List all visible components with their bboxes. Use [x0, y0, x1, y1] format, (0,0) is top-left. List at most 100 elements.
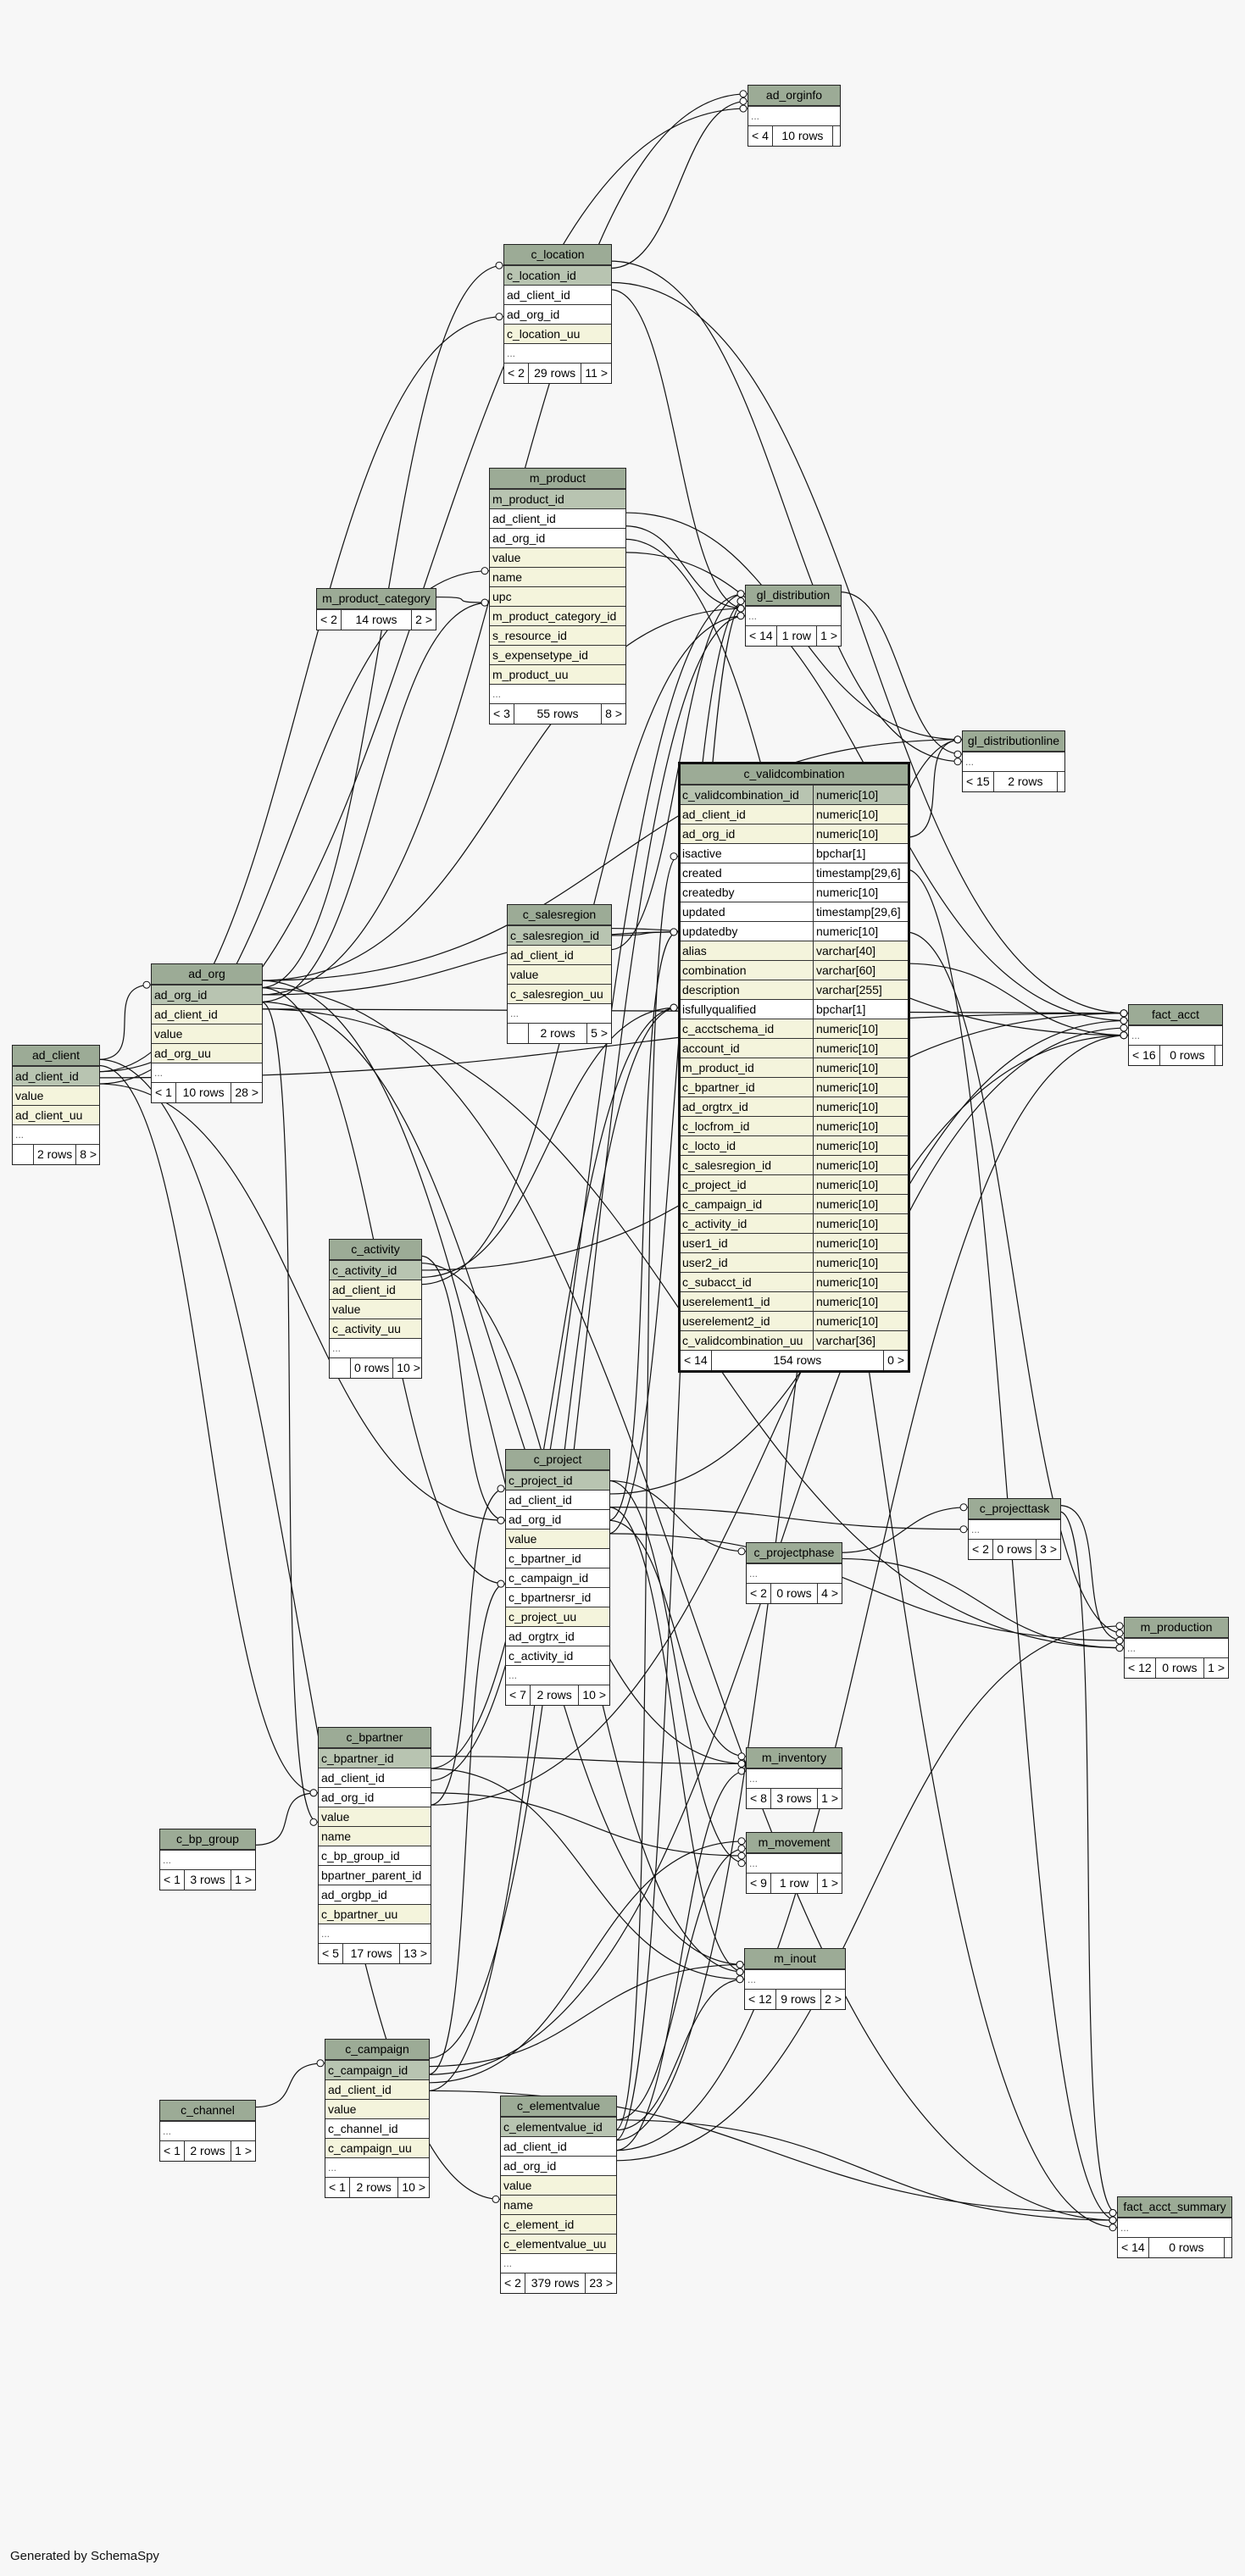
children-link[interactable]: 10 > [397, 1361, 420, 1374]
table-name[interactable]: m_product [490, 469, 625, 489]
table-name[interactable]: c_bp_group [160, 1829, 255, 1850]
table-name[interactable]: fact_acct [1129, 1005, 1222, 1025]
column-ad-org-id[interactable]: ad_org_id [319, 1787, 431, 1807]
column-c-bpartner-uu[interactable]: c_bpartner_uu [319, 1904, 431, 1924]
table-name[interactable]: c_activity [330, 1240, 421, 1260]
table-name[interactable]: c_bpartner [319, 1728, 431, 1748]
children-link[interactable]: 2 > [825, 1992, 842, 2006]
column-m-product-id[interactable]: m_product_id [490, 489, 625, 508]
column-bpartner-parent-id[interactable]: bpartner_parent_id [319, 1865, 431, 1885]
children-link[interactable]: 5 > [591, 1026, 608, 1040]
column-c-bp-group-id[interactable]: c_bp_group_id [319, 1846, 431, 1865]
children-link[interactable]: 1 > [235, 1873, 252, 1886]
column-c-salesregion-id[interactable]: c_salesregion_id [508, 925, 611, 945]
table-name[interactable]: c_project [506, 1450, 609, 1470]
column-ad-orgtrx-id[interactable]: ad_orgtrx_id [506, 1626, 609, 1646]
parents-link[interactable]: < 2 [969, 1540, 993, 1559]
parents-link[interactable]: < 16 [1129, 1046, 1160, 1065]
parents-link[interactable]: < 3 [490, 704, 514, 724]
column-c-element-id[interactable]: c_element_id [501, 2214, 616, 2234]
column-value[interactable]: value [506, 1529, 609, 1548]
column-ad-org-id[interactable]: ad_org_id [490, 528, 625, 547]
table-name[interactable]: c_validcombination [681, 764, 908, 785]
column-c-bpartner-id[interactable]: c_bpartner_id [319, 1748, 431, 1768]
column-name[interactable]: name [501, 2195, 616, 2214]
table-name[interactable]: m_inventory [747, 1748, 842, 1768]
column-m-product-category-id[interactable]: m_product_category_id [490, 606, 625, 625]
column-c-campaign-id[interactable]: c_campaign_id [506, 1568, 609, 1587]
parents-link[interactable]: < 5 [319, 1944, 343, 1963]
children-link[interactable]: 1 > [1208, 1661, 1225, 1674]
table-name[interactable]: ad_orginfo [748, 86, 840, 106]
column-value[interactable]: value [325, 2099, 429, 2118]
column-value[interactable]: value [319, 1807, 431, 1826]
parents-link[interactable]: < 1 [325, 2178, 350, 2197]
column-c-bpartner-id[interactable]: c_bpartner_id [506, 1548, 609, 1568]
parents-link[interactable]: < 1 [160, 1870, 185, 1890]
children-link[interactable]: 10 > [402, 2180, 425, 2194]
column-ad-org-id[interactable]: ad_org_id [152, 985, 262, 1004]
column-ad-client-id[interactable]: ad_client_id [325, 2079, 429, 2099]
table-name[interactable]: m_inout [745, 1949, 845, 1969]
column-ad-client-id[interactable]: ad_client_id [490, 508, 625, 528]
children-link[interactable]: 1 > [821, 1876, 838, 1890]
column-value[interactable]: value [13, 1085, 99, 1105]
children-link[interactable]: 0 > [887, 1353, 904, 1367]
table-name[interactable]: m_production [1125, 1618, 1228, 1638]
children-link[interactable] [833, 126, 840, 146]
parents-link[interactable]: < 8 [747, 1789, 771, 1808]
parents-link[interactable]: < 12 [745, 1990, 776, 2009]
column-m-product-uu[interactable]: m_product_uu [490, 664, 625, 684]
children-link[interactable] [1225, 2238, 1231, 2257]
column-ad-orgbp-id[interactable]: ad_orgbp_id [319, 1885, 431, 1904]
column-ad-client-id[interactable]: ad_client_id [152, 1004, 262, 1024]
children-link[interactable]: 3 > [1040, 1542, 1057, 1556]
children-link[interactable] [1058, 772, 1064, 791]
column-value[interactable]: value [508, 964, 611, 984]
column-ad-client-id[interactable]: ad_client_id [506, 1490, 609, 1509]
column-c-activity-id[interactable]: c_activity_id [330, 1260, 421, 1280]
table-name[interactable]: ad_client [13, 1046, 99, 1066]
column-c-project-uu[interactable]: c_project_uu [506, 1607, 609, 1626]
column-ad-org-id[interactable]: ad_org_id [506, 1509, 609, 1529]
table-name[interactable]: gl_distributionline [963, 731, 1064, 752]
column-c-activity-uu[interactable]: c_activity_uu [330, 1319, 421, 1338]
column-ad-org-id[interactable]: ad_org_id [501, 2156, 616, 2175]
column-c-bpartnersr-id[interactable]: c_bpartnersr_id [506, 1587, 609, 1607]
column-c-elementvalue-id[interactable]: c_elementvalue_id [501, 2117, 616, 2136]
parents-link[interactable]: < 2 [317, 610, 342, 630]
parents-link[interactable] [508, 1024, 529, 1043]
column-ad-client-id[interactable]: ad_client_id [330, 1280, 421, 1299]
parents-link[interactable]: < 2 [504, 364, 529, 383]
parents-link[interactable] [13, 1145, 34, 1164]
parents-link[interactable]: < 1 [160, 2141, 185, 2161]
column-ad-client-id[interactable]: ad_client_id [501, 2136, 616, 2156]
table-name[interactable]: c_channel [160, 2101, 255, 2121]
column-value[interactable]: value [330, 1299, 421, 1319]
